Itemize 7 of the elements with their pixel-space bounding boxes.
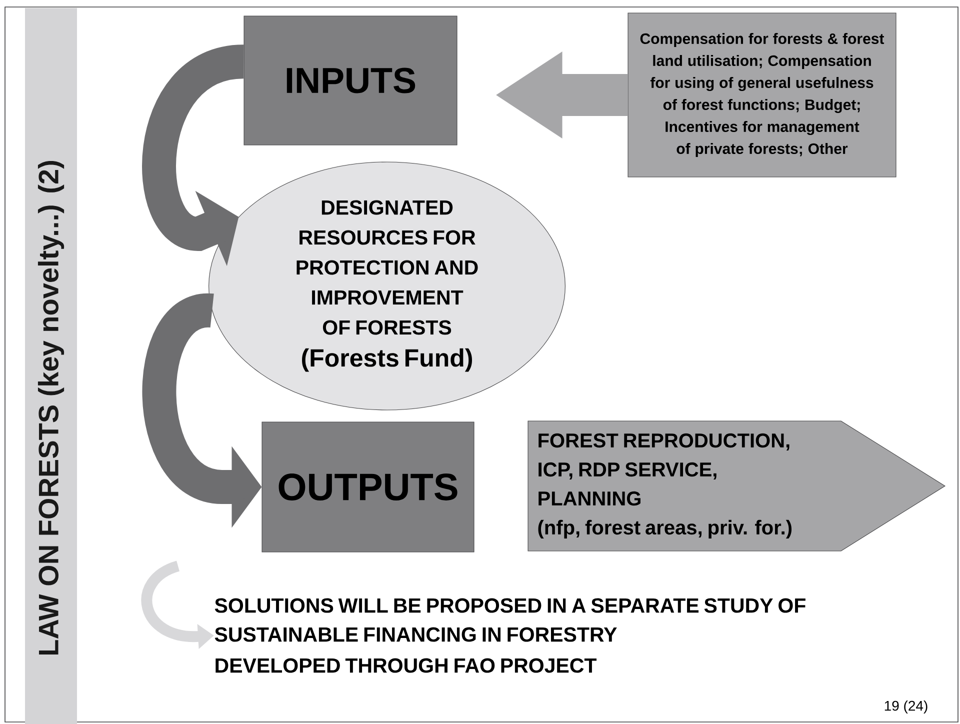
arrow-box: FOREST REPRODUCTION, ICP, RDP SERVICE, PLANNING (nfp, forest areas, priv. for.) (528, 420, 946, 552)
source-box: Compensation for forests & forest land utilisation; Compensation for using of general usefulness of forest functions; Budget; Incentives for management of private forests; Other (628, 12, 896, 178)
note-text: SOLUTIONS WILL BE PROPOSED IN A SEPARATE STUDY OF SUSTAINABLE FINANCING IN FORESTRY DEVELOPED THROUGH FAO PROJECT (214, 598, 806, 673)
inputs-box: INPUTS (244, 16, 458, 146)
title-band: LAW ON FORESTS (key novelty...) (2) (25, 8, 77, 724)
page-number: 19 (24) (884, 700, 928, 714)
outputs-box: OUTPUTS (262, 422, 474, 552)
